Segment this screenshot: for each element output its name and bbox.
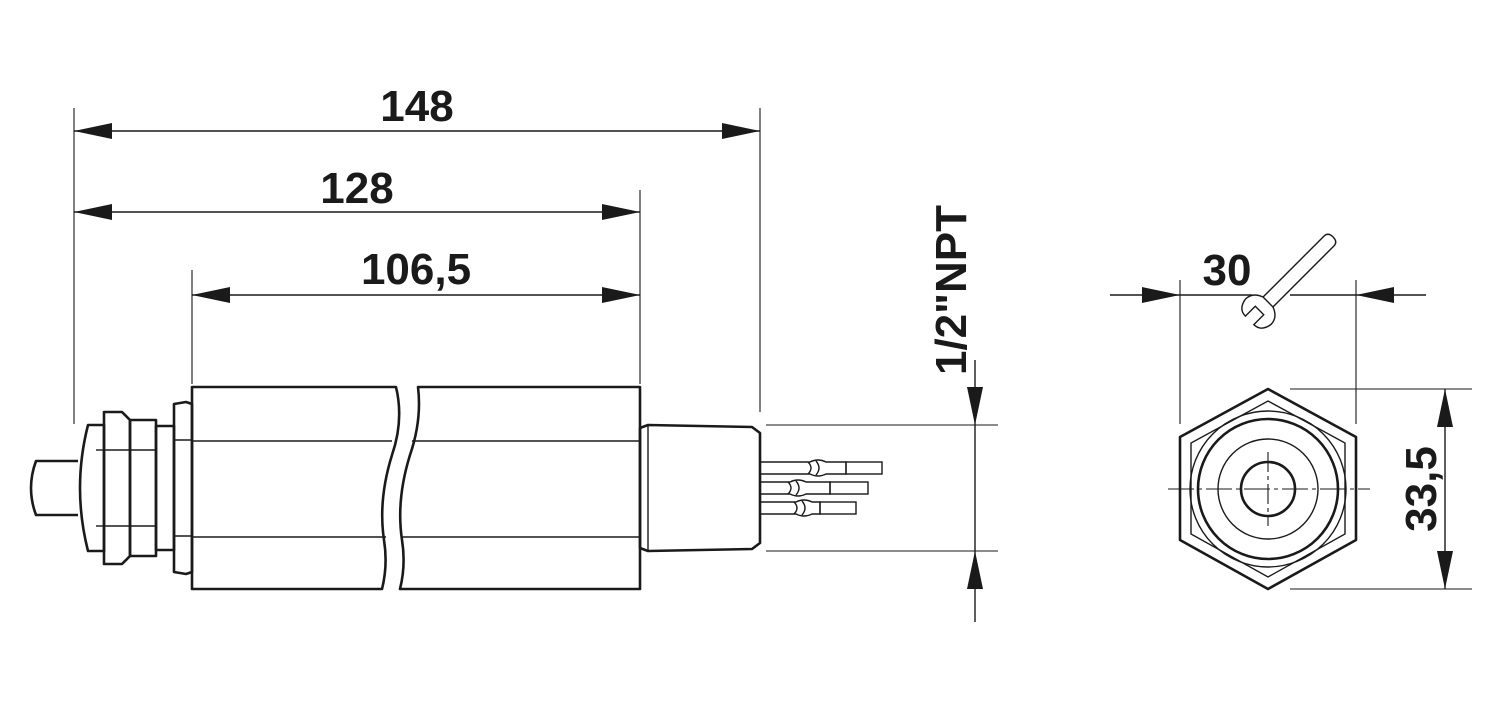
dim-wrench-size: 30 — [1110, 246, 1426, 303]
dim-sleeve-length: 106,5 — [192, 245, 640, 303]
end-view-extension-lines — [1179, 280, 1472, 590]
gland-nut — [78, 410, 176, 566]
end-view: 30 33,5 — [1110, 233, 1472, 591]
dim-body-length: 128 — [74, 164, 640, 220]
dim-thread: 1/2"NPT — [927, 205, 983, 622]
dim-npt-label: 1/2"NPT — [927, 205, 976, 375]
wire-leads — [760, 459, 883, 517]
cable-stub — [29, 459, 78, 517]
side-view: 148 128 106,5 1/2"NPT — [29, 82, 998, 622]
dim-33-5-label: 33,5 — [1397, 446, 1446, 532]
dim-128-label: 128 — [320, 164, 393, 213]
wrench-icon — [1241, 233, 1337, 329]
extension-lines — [73, 108, 998, 552]
centre-lines — [1168, 452, 1370, 526]
dim-148-label: 148 — [380, 82, 453, 131]
dim-overall-length: 148 — [74, 82, 760, 139]
outer-hexagon — [1178, 387, 1358, 591]
main-body — [190, 385, 642, 591]
dim-30-label: 30 — [1203, 246, 1252, 295]
inner-hexagon — [1190, 400, 1346, 578]
npt-thread — [638, 423, 762, 553]
dim-106-5-label: 106,5 — [361, 245, 471, 294]
dim-across-corners: 33,5 — [1397, 389, 1453, 589]
hex-flange — [172, 400, 194, 576]
